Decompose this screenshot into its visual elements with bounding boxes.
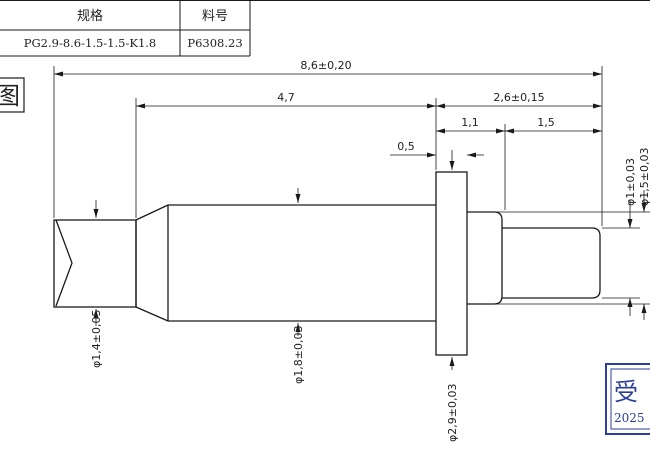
spec-value: PG2.9-8.6-1.5-1.5-K1.8 (24, 36, 157, 50)
spec-table (0, 0, 251, 57)
corner-box (0, 77, 25, 113)
corner-char: 图 (0, 82, 20, 110)
part-value: P6308.23 (187, 36, 242, 50)
arrowheads (54, 71, 647, 366)
dimension-lines (53, 66, 650, 370)
dim-tip-outer-diameter: φ1,5±0,03 (638, 148, 650, 206)
dim-tip-inner-diameter: φ1±0,03 (624, 158, 637, 206)
dim-tail-diameter: φ1,4±0,05 (90, 310, 103, 368)
spec-header: 规格 (77, 8, 103, 24)
dim-flange-diameter: φ2,9±0,03 (446, 384, 459, 442)
stamp-char: 受 (614, 378, 638, 406)
dim-plunger-length: 1,5 (537, 116, 555, 129)
dim-tip-length: 2,6±0,15 (493, 91, 544, 104)
dim-body-diameter: φ1,8±0,03 (292, 326, 305, 384)
dim-overall-length: 8,6±0,20 (300, 59, 351, 72)
dim-flange-thickness: 0,5 (397, 140, 415, 153)
part-header: 料号 (202, 9, 228, 24)
dim-collar-offset: 1,1 (461, 116, 479, 129)
part-outline (53, 171, 601, 356)
approval-stamp: 受 2025 (605, 363, 650, 435)
stamp-year: 2025 (614, 411, 645, 425)
dim-body-length: 4,7 (277, 91, 295, 104)
